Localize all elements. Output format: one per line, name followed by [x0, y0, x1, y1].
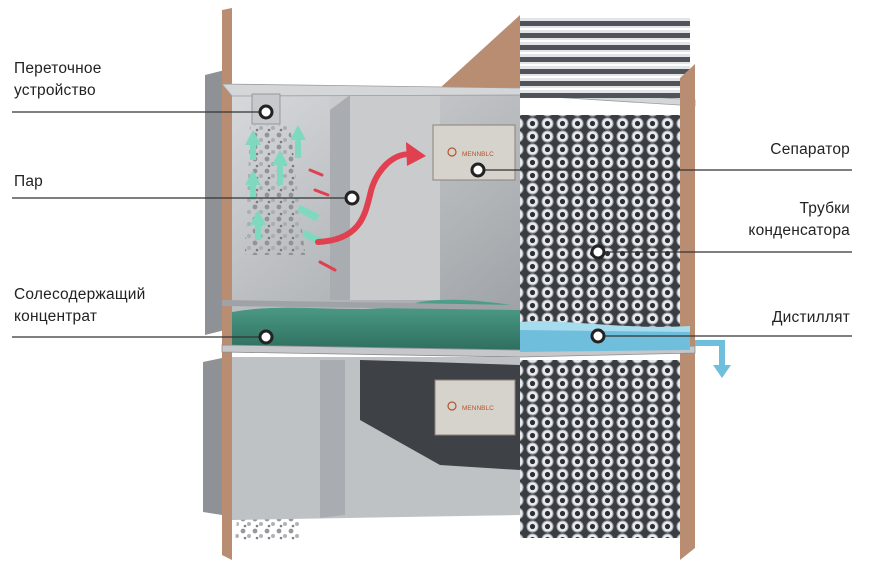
- tube-bundle-top: [520, 18, 690, 98]
- separator-plate-emblem: [447, 147, 457, 157]
- label-brine-line2: концентрат: [14, 308, 98, 325]
- label-transfer-device: Переточное устройство: [14, 58, 102, 102]
- dot-steam: [344, 190, 360, 206]
- mint-arrows-upper: [245, 125, 325, 246]
- lower-inner-wall: [320, 360, 345, 518]
- copper-back-plate: [440, 15, 520, 95]
- left-back-plate: [205, 70, 225, 335]
- label-separator: Сепаратор: [770, 139, 850, 161]
- middle-shelf: [222, 300, 520, 310]
- copper-left-wall: [222, 8, 232, 560]
- leader-lines: [12, 111, 852, 338]
- dot-distillate: [590, 328, 606, 344]
- distillate-outlet-arrow: [695, 340, 731, 378]
- dot-condenser-tubes: [590, 244, 606, 260]
- separator-plate-brand: MENNBLC: [462, 151, 494, 158]
- label-steam: Пар: [14, 171, 43, 193]
- steam-dashes: [308, 168, 337, 272]
- steam-arrowhead: [406, 142, 426, 166]
- dot-transfer-device: [258, 104, 274, 120]
- distillate-surface: [520, 321, 690, 332]
- label-transfer-device-line1: Переточное: [14, 60, 102, 77]
- lower-plate-emblem: [447, 401, 457, 411]
- label-transfer-device-line2: устройство: [14, 82, 96, 99]
- copper-right-plate: [680, 64, 695, 560]
- steam-arrow: [315, 151, 418, 245]
- label-condenser-tubes: Трубки конденсатора: [748, 198, 850, 242]
- upper-inner-wall: [330, 88, 440, 300]
- dot-brine: [258, 329, 274, 345]
- label-condenser-tubes-line2: конденсатора: [748, 222, 850, 239]
- lower-plate-brand: MENNBLC: [462, 405, 494, 412]
- label-condenser-tubes-line1: Трубки: [799, 200, 850, 217]
- label-distillate: Дистиллят: [772, 307, 850, 329]
- left-back-plate-lower: [203, 358, 222, 515]
- label-brine: Солесодержащий концентрат: [14, 284, 146, 328]
- dot-separator: [470, 162, 486, 178]
- tube-bundle-lower: [520, 360, 680, 538]
- callout-dots: [258, 104, 606, 345]
- tube-bundle-main: [520, 115, 680, 330]
- label-separator-text: Сепаратор: [770, 141, 850, 158]
- brine-pool: [232, 299, 520, 350]
- label-brine-line1: Солесодержащий: [14, 286, 146, 303]
- label-distillate-text: Дистиллят: [771, 309, 850, 326]
- label-steam-text: Пар: [14, 173, 43, 190]
